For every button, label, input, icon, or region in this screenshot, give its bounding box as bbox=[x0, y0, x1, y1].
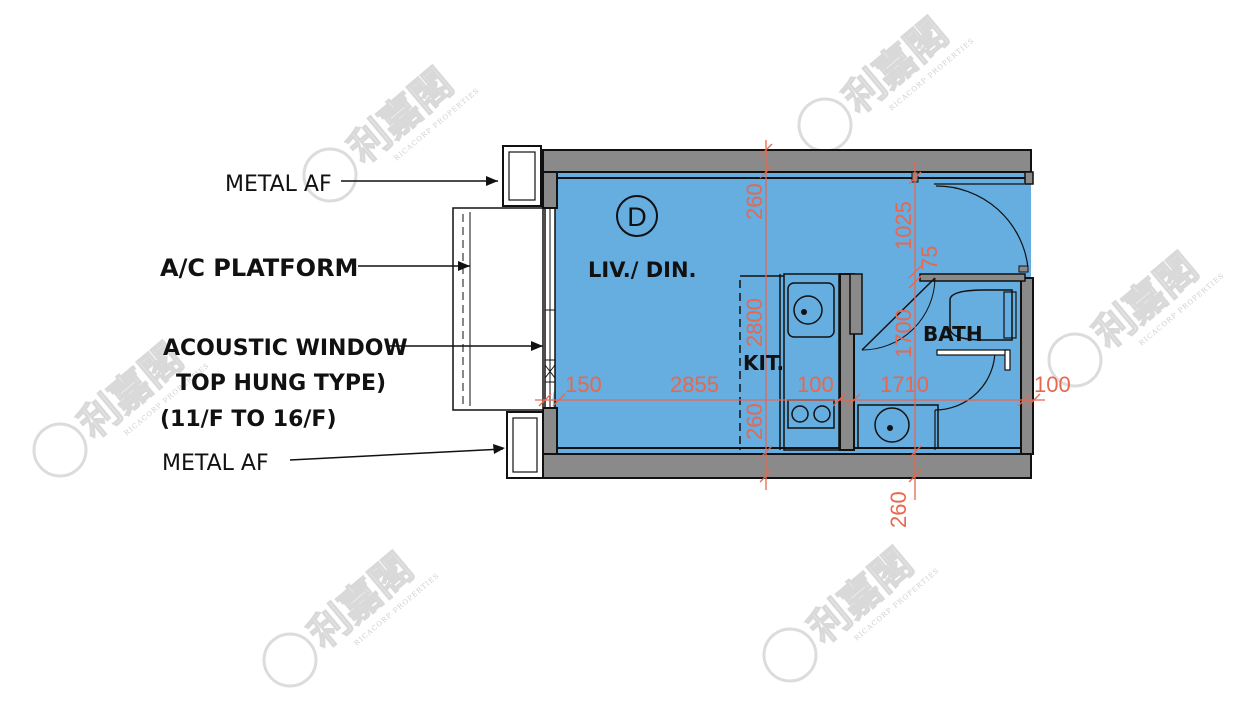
toilet-icon bbox=[949, 289, 1013, 341]
hob-burner-right-icon bbox=[813, 405, 831, 423]
dim-label-partition-wall: 100 bbox=[797, 372, 834, 397]
bottom-wall bbox=[542, 453, 1032, 479]
top-wall bbox=[542, 149, 1032, 173]
dim-label-door-width: 1025 bbox=[891, 201, 916, 250]
bath-door-arc-lower bbox=[934, 349, 996, 411]
kitchen-sink-icon bbox=[787, 282, 835, 338]
dim-label-bath-depth: 1700 bbox=[891, 309, 916, 358]
leader-metal-af-bottom bbox=[289, 448, 504, 461]
entrance-door-stop bbox=[1018, 265, 1029, 273]
window-hinge-icon bbox=[544, 364, 556, 379]
label-acoustic-window-line1: ACOUSTIC WINDOW bbox=[163, 336, 408, 361]
metal-af-bottom-inner bbox=[512, 417, 538, 473]
basin-cabinet-icon bbox=[857, 404, 939, 449]
watermark-logo-icon bbox=[262, 632, 318, 688]
arrow-ac-platform-icon bbox=[458, 261, 470, 271]
arrow-acoustic-window-icon bbox=[531, 341, 543, 351]
room-label-kitchen: KIT. bbox=[743, 351, 784, 375]
dim-label-bath-width: 1710 bbox=[880, 372, 929, 397]
dim-tick-top-right bbox=[908, 171, 922, 483]
partition-wall-cap bbox=[849, 273, 863, 335]
watermark-2: 利嘉閣 RICACORP PROPERTIES bbox=[797, 9, 976, 153]
watermark-logo-icon bbox=[1047, 332, 1103, 388]
room-label-living-dining: LIV./ DIN. bbox=[588, 258, 697, 282]
arrow-metal-af-top-icon bbox=[486, 176, 498, 186]
bath-top-wall bbox=[919, 273, 1026, 282]
arrow-metal-af-bottom-icon bbox=[493, 444, 505, 454]
sink-drain-dot bbox=[801, 309, 807, 315]
dim-tick-top-left bbox=[759, 143, 773, 483]
window-hinge-box bbox=[544, 359, 556, 383]
room-label-bathroom: BATH bbox=[923, 322, 983, 346]
dim-label-top-wall: 260 bbox=[742, 183, 767, 220]
unit-marker-label: D bbox=[627, 202, 647, 232]
basin-icon bbox=[874, 407, 910, 443]
dim-label-door-gap: 75 bbox=[917, 246, 942, 270]
label-acoustic-window-line3: (11/F TO 16/F) bbox=[160, 407, 337, 432]
label-acoustic-window-line2: TOP HUNG TYPE) bbox=[176, 371, 386, 396]
left-wall-top bbox=[542, 171, 558, 209]
watermark-logo-icon bbox=[302, 147, 358, 203]
watermark-6: 利嘉閣 RICACORP PROPERTIES bbox=[262, 544, 441, 688]
dim-label-living-width: 2855 bbox=[670, 372, 719, 397]
unit-marker-circle bbox=[616, 195, 658, 237]
entrance-door-swing-arc bbox=[935, 185, 1029, 269]
dim-label-bottom-wall-right: 260 bbox=[886, 491, 911, 528]
label-ac-platform: A/C PLATFORM bbox=[160, 254, 358, 282]
label-metal-af-bottom: METAL AF bbox=[162, 451, 269, 476]
hob-burner-left-icon bbox=[791, 405, 809, 423]
watermark-logo-icon bbox=[797, 97, 853, 153]
metal-af-top-inner bbox=[508, 151, 536, 201]
label-metal-af-top: METAL AF bbox=[225, 172, 332, 197]
sink-drain-icon bbox=[793, 295, 823, 325]
floor-area bbox=[555, 172, 1031, 454]
bath-screen bbox=[936, 349, 1008, 356]
right-wall-lower bbox=[1020, 277, 1034, 455]
bath-screen-post bbox=[1004, 349, 1011, 371]
dim-label-bottom-wall-left: 260 bbox=[742, 403, 767, 440]
bath-door-swing-arc bbox=[861, 277, 936, 351]
dim-tick-horizontal bbox=[538, 393, 1041, 407]
watermark-7: 利嘉閣 RICACORP PROPERTIES bbox=[762, 539, 941, 683]
dimension-lines bbox=[535, 140, 1045, 500]
watermark-logo-icon bbox=[32, 422, 88, 478]
ac-platform bbox=[452, 207, 544, 411]
dim-label-right-wall: 100 bbox=[1034, 372, 1071, 397]
watermark-logo-icon bbox=[762, 627, 818, 683]
toilet-tank-icon bbox=[1003, 291, 1017, 339]
dim-label-kitchen-depth: 2800 bbox=[742, 298, 767, 347]
left-wall-bottom bbox=[542, 407, 558, 455]
dim-label-left-wall: 150 bbox=[565, 372, 602, 397]
bath-door-leaf bbox=[861, 277, 936, 351]
basin-drain-icon bbox=[887, 425, 893, 431]
right-wall-upper bbox=[1024, 171, 1034, 185]
